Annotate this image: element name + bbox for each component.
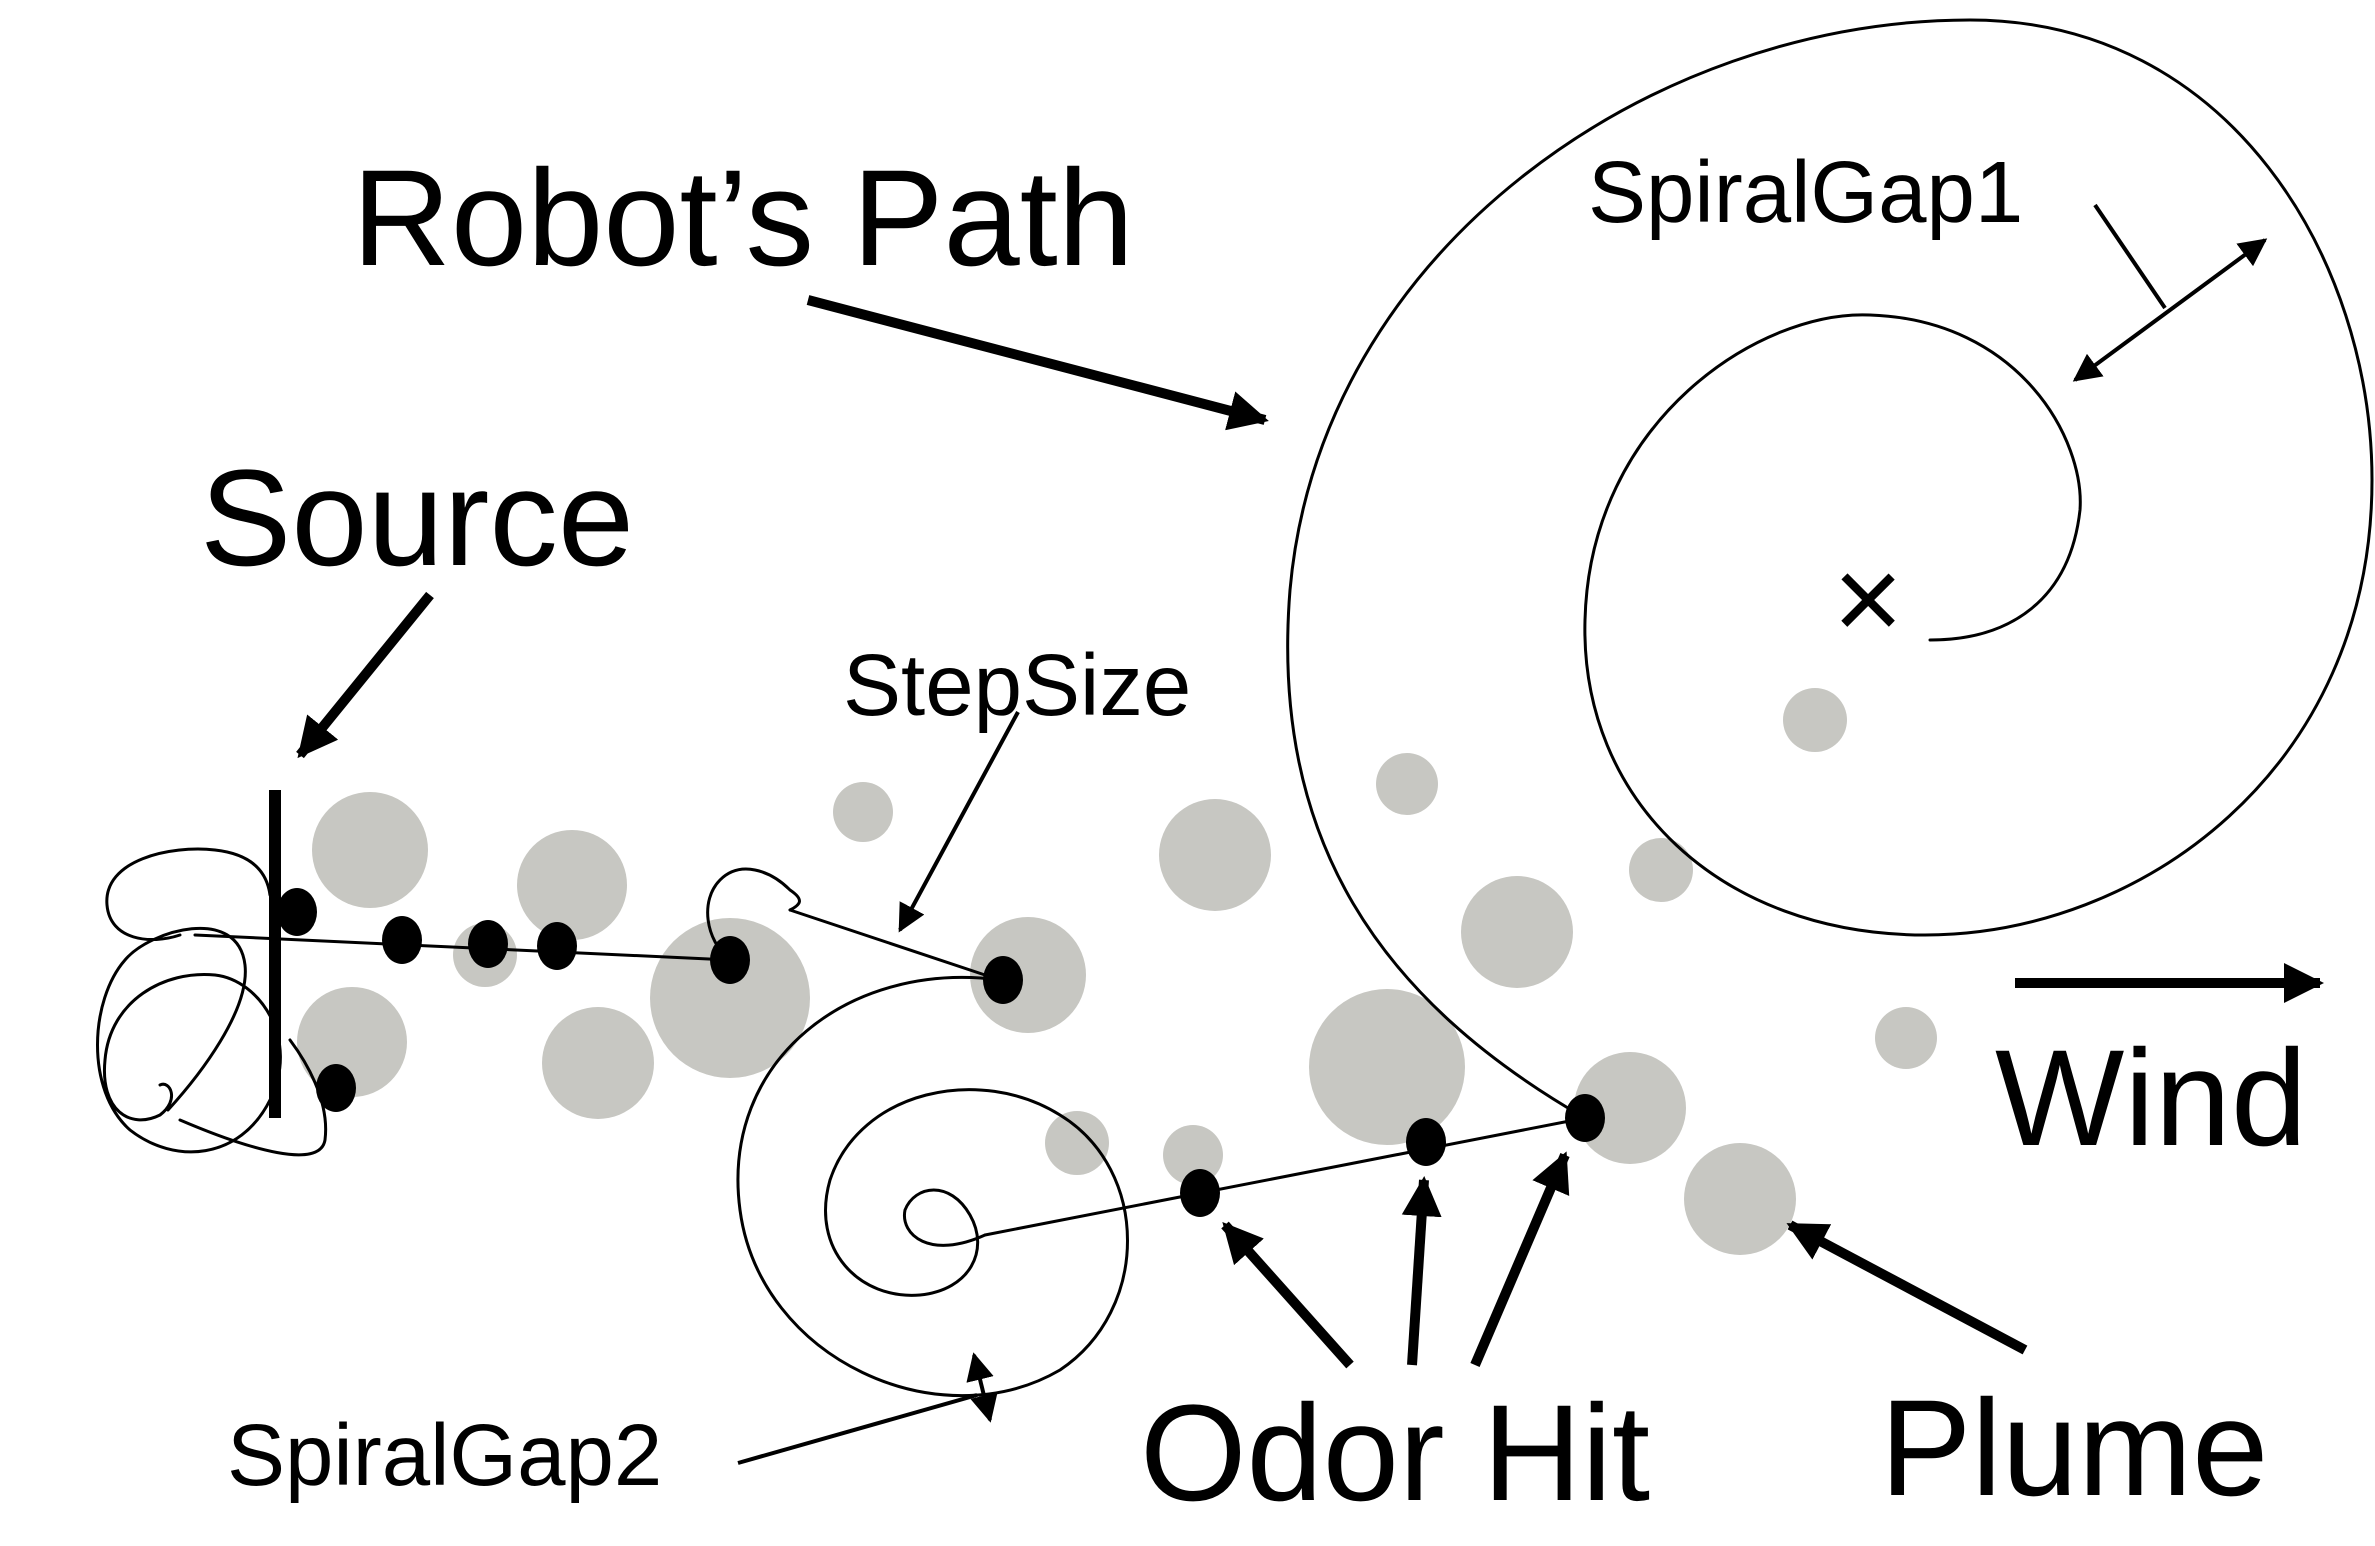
odor-hit-arrow [1401,1176,1442,1366]
plume-puff [970,917,1086,1033]
plume-puff [312,792,428,908]
spiral-gap2-label: SpiralGap2 [227,1407,662,1504]
plume-puff [1159,799,1271,911]
annotation-arrows [296,203,2324,1465]
robots-path-label: Robot’s Path [352,142,1134,295]
step-size-arrow [898,711,1020,933]
odor-hit-dot [1180,1169,1220,1217]
plume-puff [1629,838,1693,902]
spiral-gap1-leader [2093,203,2167,310]
robot-path [96,18,2374,1398]
spiral-gap1-label: SpiralGap1 [1588,144,2023,241]
source-arrow [296,591,434,759]
plume-puff [1684,1143,1796,1255]
plume-puff [1045,1111,1109,1175]
robot-path-hit-segment [983,1116,1587,1237]
odor-hit-dot [316,1064,356,1112]
plume-puff [1461,876,1573,988]
plume-puffs [297,688,1937,1255]
plume-puff [1875,1007,1937,1069]
robot-path-segment [706,867,801,962]
odor-hit-dot [382,916,422,964]
robot-path-left-loop [178,1038,328,1157]
cross-marker: × [1833,532,1903,666]
odor-hit-dot [1565,1094,1605,1142]
odor-hit-dot [983,956,1023,1004]
plume-puff [833,782,893,842]
odor-hit-arrow [1470,1151,1570,1367]
plume-puff [1309,989,1465,1145]
robots-path-arrow [806,295,1269,431]
robot-path-step [788,908,1002,982]
spiral-gap2-leader [737,1393,978,1465]
plume-label: Plume [1880,1372,2268,1525]
odor-hit-arrow [1221,1221,1354,1369]
robot-path-large-spiral [1286,18,2374,1120]
plume-puff [542,1007,654,1119]
plume-puff [517,830,627,940]
odor-hit-label: Odor Hit [1140,1377,1650,1530]
odor-hit-dot [468,920,508,968]
robot-path-left-spiral [96,926,282,1154]
wind-label: Wind [1995,1022,2307,1175]
odor-hit-dot [710,936,750,984]
plume-puff [1574,1052,1686,1164]
plume-puff [1163,1125,1223,1185]
plume-puff [1376,753,1438,815]
spiral-gap2-arrow [966,1352,998,1423]
odor-hit-dot [537,922,577,970]
plume-puff [1783,688,1847,752]
odor-hit-dot [1406,1118,1446,1166]
plume-arrow [1786,1220,2028,1355]
odor-hit-dots [277,888,1605,1217]
odor-hit-dot [277,888,317,936]
robot-path-upwind-segment [193,933,732,962]
robot-path-left-upper-loop [105,847,272,942]
robot-path-middle-spiral [736,975,1129,1398]
spiral-gap1-arrow [2072,238,2268,382]
source-label: Source [200,442,634,595]
step-size-label: StepSize [843,637,1191,734]
